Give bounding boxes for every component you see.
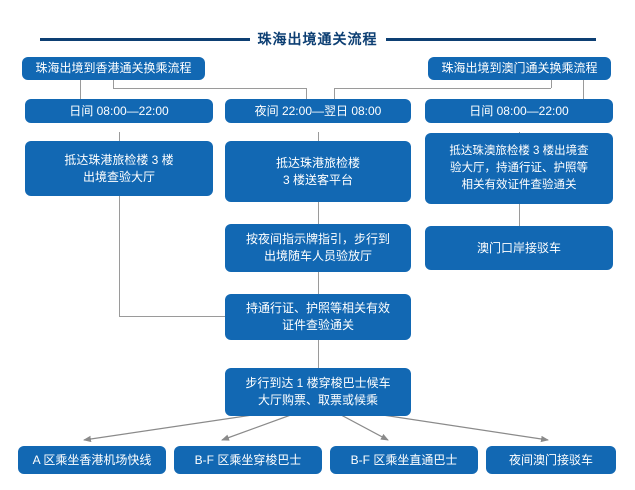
time-window-mo-day[interactable]: 日间 08:00—22:00	[425, 99, 613, 123]
connector-walk-to-inspect	[318, 272, 319, 294]
connector-mo-elbow-across	[334, 88, 551, 89]
step-hk-night-walk[interactable]: 按夜间指示牌指引，步行到 出境随车人员验放厅	[225, 224, 411, 272]
title-rule-right	[385, 37, 596, 41]
branch-macau[interactable]: 珠海出境到澳门通关换乘流程	[428, 57, 611, 80]
connector-hkday-arrive-down	[119, 196, 120, 316]
connector-hk-elbow-down	[113, 80, 114, 88]
time-window-hk-night[interactable]: 夜间 22:00—翌日 08:00	[225, 99, 411, 123]
time-window-hk-day[interactable]: 日间 08:00—22:00	[25, 99, 213, 123]
connector-hk-elbow-across	[113, 88, 306, 89]
destination-shuttle-bus[interactable]: B-F 区乘坐穿梭巴士	[174, 446, 322, 474]
connector-night-arrive-to-walk	[318, 202, 319, 224]
connector-inspect-to-shuttlehall	[318, 340, 319, 368]
connector-hk-branch-down	[80, 80, 81, 110]
destination-airport-express[interactable]: A 区乘坐香港机场快线	[18, 446, 166, 474]
step-shuttle-bus-hall[interactable]: 步行到达 1 楼穿梭巴士候车 大厅购票、取票或候乘	[225, 368, 411, 416]
step-mo-day-arrive[interactable]: 抵达珠澳旅检楼 3 楼出境查 验大厅，持通行证、护照等 相关有效证件查验通关	[425, 133, 613, 204]
destination-through-bus[interactable]: B-F 区乘坐直通巴士	[330, 446, 478, 474]
connector-mo-elbow-down	[551, 80, 552, 88]
connector-mo-arrive-to-shuttle	[519, 204, 520, 226]
connector-hkday-arrive-right	[119, 316, 225, 317]
step-macau-port-shuttle[interactable]: 澳门口岸接驳车	[425, 226, 613, 270]
branch-hongkong[interactable]: 珠海出境到香港通关换乘流程	[22, 57, 205, 80]
page-title: 珠海出境通关流程	[257, 31, 378, 47]
step-hk-day-arrive[interactable]: 抵达珠港旅检楼 3 楼 出境查验大厅	[25, 141, 213, 196]
step-hk-night-inspect[interactable]: 持通行证、护照等相关有效 证件查验通关	[225, 294, 411, 340]
destination-night-macau-shuttle[interactable]: 夜间澳门接驳车	[486, 446, 616, 474]
step-hk-night-arrive[interactable]: 抵达珠港旅检楼 3 楼送客平台	[225, 141, 411, 202]
title-rule-left	[39, 37, 250, 41]
connector-mo-branch-down	[583, 80, 584, 110]
chart-title-row: 珠海出境通关流程	[0, 28, 635, 50]
